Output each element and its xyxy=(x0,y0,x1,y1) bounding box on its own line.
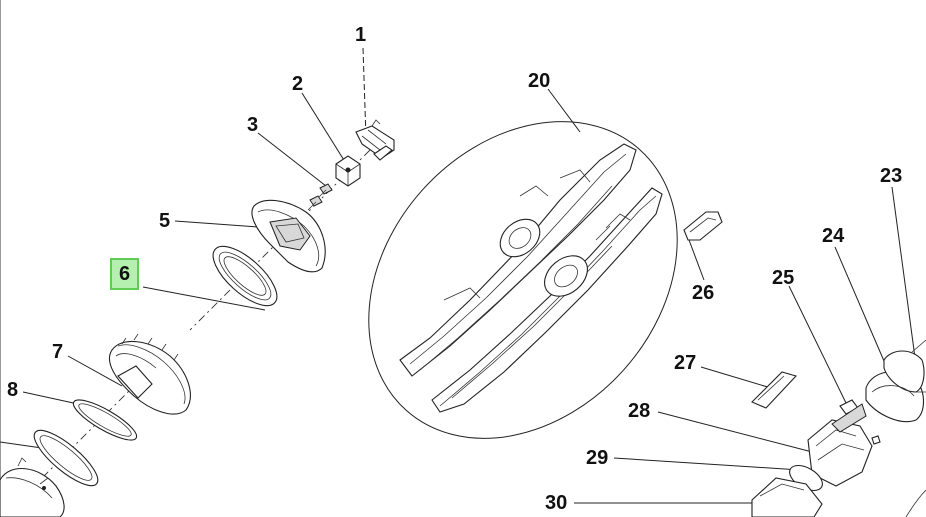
callout-2[interactable]: 2 xyxy=(292,73,304,95)
callout-3[interactable]: 3 xyxy=(247,114,259,136)
callout-6-highlighted[interactable]: 6 xyxy=(109,258,140,290)
callout-20[interactable]: 20 xyxy=(528,70,551,92)
part-6-ring xyxy=(212,245,278,307)
callout-5[interactable]: 5 xyxy=(159,210,171,232)
callout-27[interactable]: 27 xyxy=(674,352,697,374)
callout-1[interactable]: 1 xyxy=(355,24,367,46)
part-2-block xyxy=(335,155,361,187)
part-20-main-body xyxy=(368,121,678,439)
part-27-bar xyxy=(751,371,798,409)
callout-23[interactable]: 23 xyxy=(880,165,903,187)
callout-25[interactable]: 25 xyxy=(772,267,795,289)
part-26-latch xyxy=(683,211,723,241)
callout-7[interactable]: 7 xyxy=(52,341,64,363)
callout-28[interactable]: 28 xyxy=(628,400,651,422)
leader-lines xyxy=(0,47,917,504)
callout-8[interactable]: 8 xyxy=(7,379,19,401)
part-1-clip xyxy=(355,119,395,161)
callout-30[interactable]: 30 xyxy=(545,492,568,514)
part-30-housing xyxy=(751,477,823,517)
part-8-gasket xyxy=(72,399,138,441)
part-7-motor-housing xyxy=(108,333,191,415)
part-5-housing-cap xyxy=(251,199,326,273)
callout-24[interactable]: 24 xyxy=(822,225,845,247)
callout-26[interactable]: 26 xyxy=(692,282,715,304)
part-3-screws xyxy=(307,183,333,211)
assembly-axis-line-lower xyxy=(19,369,151,501)
part-23-24-end-caps xyxy=(865,339,926,517)
lower-left-disk xyxy=(33,429,99,487)
lower-left-motor xyxy=(0,457,65,517)
callout-29[interactable]: 29 xyxy=(586,447,609,469)
